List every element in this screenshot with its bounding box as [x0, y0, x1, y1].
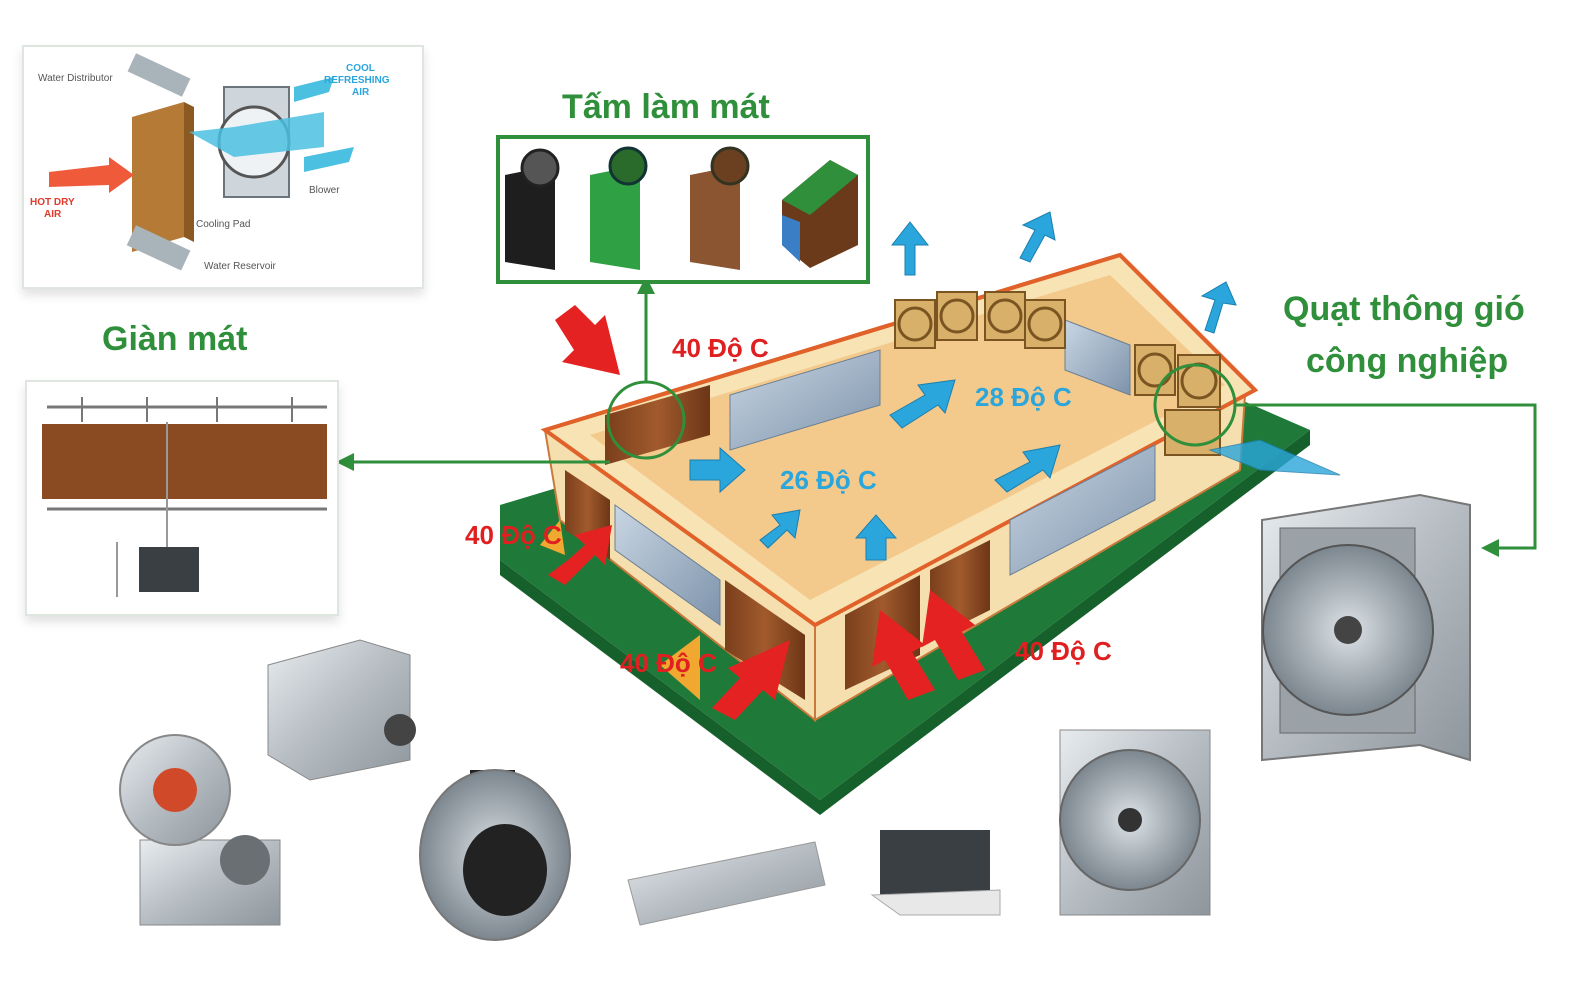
blue-arrow-5: [994, 444, 1061, 493]
product-duct-fan: [419, 769, 571, 941]
back-window-2: [1064, 319, 1131, 396]
blue-arrow-up-2: [1019, 211, 1056, 263]
water-reservoir-label: Water Reservoir: [204, 261, 276, 272]
pad-sample-brown: [690, 146, 750, 270]
pad-front-1: [725, 580, 805, 700]
back-fans-left: [894, 291, 978, 349]
product-ceiling-fan: [870, 830, 1001, 916]
cool-air-label-1: COOL: [346, 63, 375, 74]
front-window: [1009, 444, 1156, 576]
roof-line: [544, 252, 1257, 432]
blue-arrow-2: [759, 509, 801, 549]
red-arrow-1: [555, 305, 620, 375]
evaporative-inset-panel: Water Distributor COOL REFRESHING AIR HO…: [22, 45, 424, 289]
pad-sample-green: [590, 146, 648, 270]
temp-outside-bottom-left: 40 Độ C: [620, 648, 717, 678]
red-arrow-4: [872, 610, 935, 700]
tam-lam-mat-label: Tấm làm mát: [562, 88, 770, 126]
product-wall-fan: [1059, 729, 1211, 916]
cooling-pad-label: Cooling Pad: [196, 219, 251, 230]
blue-arrow-exit: [1208, 439, 1341, 476]
product-air-curtain: [627, 841, 826, 926]
hot-air-label-2: AIR: [44, 209, 62, 220]
red-arrow-5: [922, 590, 985, 680]
blue-arrow-1: [689, 446, 746, 494]
temp-outside-top: 40 Độ C: [672, 333, 769, 363]
red-arrow-3: [712, 640, 790, 720]
inset-illustration: [49, 53, 354, 271]
product-inline-fan: [267, 639, 416, 781]
side-fans: [1134, 344, 1221, 456]
water-distributor-label: Water Distributor: [38, 73, 113, 84]
quat-label-line1: Quạt thông gió: [1283, 290, 1525, 328]
back-fans-right: [984, 291, 1066, 349]
product-industrial-fan: [1261, 493, 1471, 762]
green-base-edge: [500, 430, 1310, 815]
blue-arrow-3: [854, 514, 898, 561]
hot-air-label-1: HOT DRY: [30, 197, 75, 208]
back-window-1: [729, 349, 881, 451]
product-centrifugal-blower: [119, 734, 281, 926]
cool-air-label-3: AIR: [352, 87, 370, 98]
temp-outside-bottom-right: 40 Độ C: [1015, 636, 1112, 666]
blower-label: Blower: [309, 185, 340, 196]
temp-outside-left: 40 Độ C: [465, 520, 562, 550]
red-arrow-2: [548, 525, 612, 585]
cool-air-label-2: REFRESHING: [324, 75, 390, 86]
temp-inside-right: 28 Độ C: [975, 382, 1072, 412]
pad-sample-black: [505, 148, 560, 270]
cool-air-arrows: [689, 211, 1341, 561]
gian-mat-illustration: [42, 397, 327, 597]
orange-triangle: [660, 635, 700, 700]
blue-arrow-up-3: [1200, 281, 1237, 334]
pad-left-window: [614, 504, 721, 626]
blue-arrow-up-1: [890, 221, 930, 276]
gian-mat-panel: [25, 380, 339, 616]
blue-arrow-4: [889, 379, 956, 429]
orange-triangle-2: [540, 520, 565, 555]
pad-back-left: [605, 385, 710, 465]
connector-fan: [1235, 403, 1537, 557]
pad-sample-multi: [782, 160, 858, 268]
quat-label-line2: công nghiệp: [1306, 342, 1509, 380]
temp-inside-center: 26 Độ C: [780, 465, 877, 495]
hot-air-arrows: [548, 305, 985, 720]
gian-mat-label: Giàn mát: [102, 320, 248, 358]
